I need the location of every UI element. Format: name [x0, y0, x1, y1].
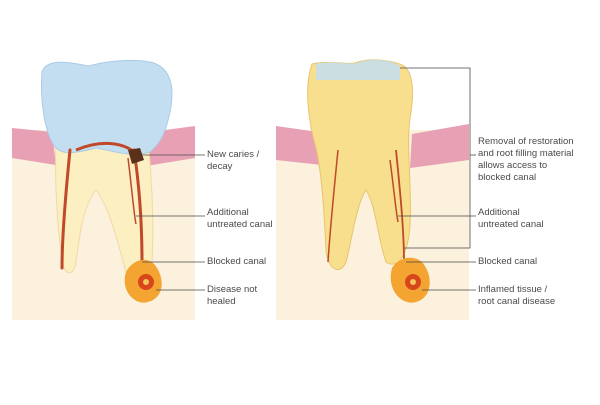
label-new-caries: New caries / decay	[207, 149, 260, 172]
label-right-additional-canal: Additional untreated canal	[478, 207, 544, 230]
right-gum-right	[410, 124, 469, 168]
label-inflamed-tissue: Inflamed tissue / root canal disease	[478, 284, 556, 307]
right-canal-distal	[395, 149, 405, 263]
left-tooth-panel	[12, 59, 205, 320]
left-crown	[41, 59, 173, 155]
right-leader-lines	[398, 67, 476, 291]
right-lesion-core	[410, 279, 416, 285]
label-left-blocked-canal: Blocked canal	[207, 256, 267, 267]
right-tooth-panel	[276, 59, 476, 320]
right-canal-mesial	[327, 149, 339, 263]
left-caries	[128, 148, 144, 164]
right-additional-canal	[389, 159, 399, 223]
label-removal-of-restoration: Removal of restoration and root filling …	[478, 136, 574, 183]
left-lesion-core	[143, 279, 149, 285]
left-canal-mesial	[60, 148, 72, 270]
right-crown-remnant	[316, 59, 400, 80]
label-left-additional-canal: Additional untreated canal	[207, 207, 273, 230]
right-leader-removal-bracket	[400, 67, 471, 249]
right-tooth	[307, 59, 413, 271]
label-disease-not-healed: Disease not healed	[207, 284, 258, 307]
right-gum-left	[276, 126, 322, 165]
left-gum-left	[12, 128, 56, 165]
left-leader-lines	[136, 154, 205, 291]
label-right-blocked-canal: Blocked canal	[478, 256, 538, 267]
left-additional-canal	[127, 157, 137, 225]
